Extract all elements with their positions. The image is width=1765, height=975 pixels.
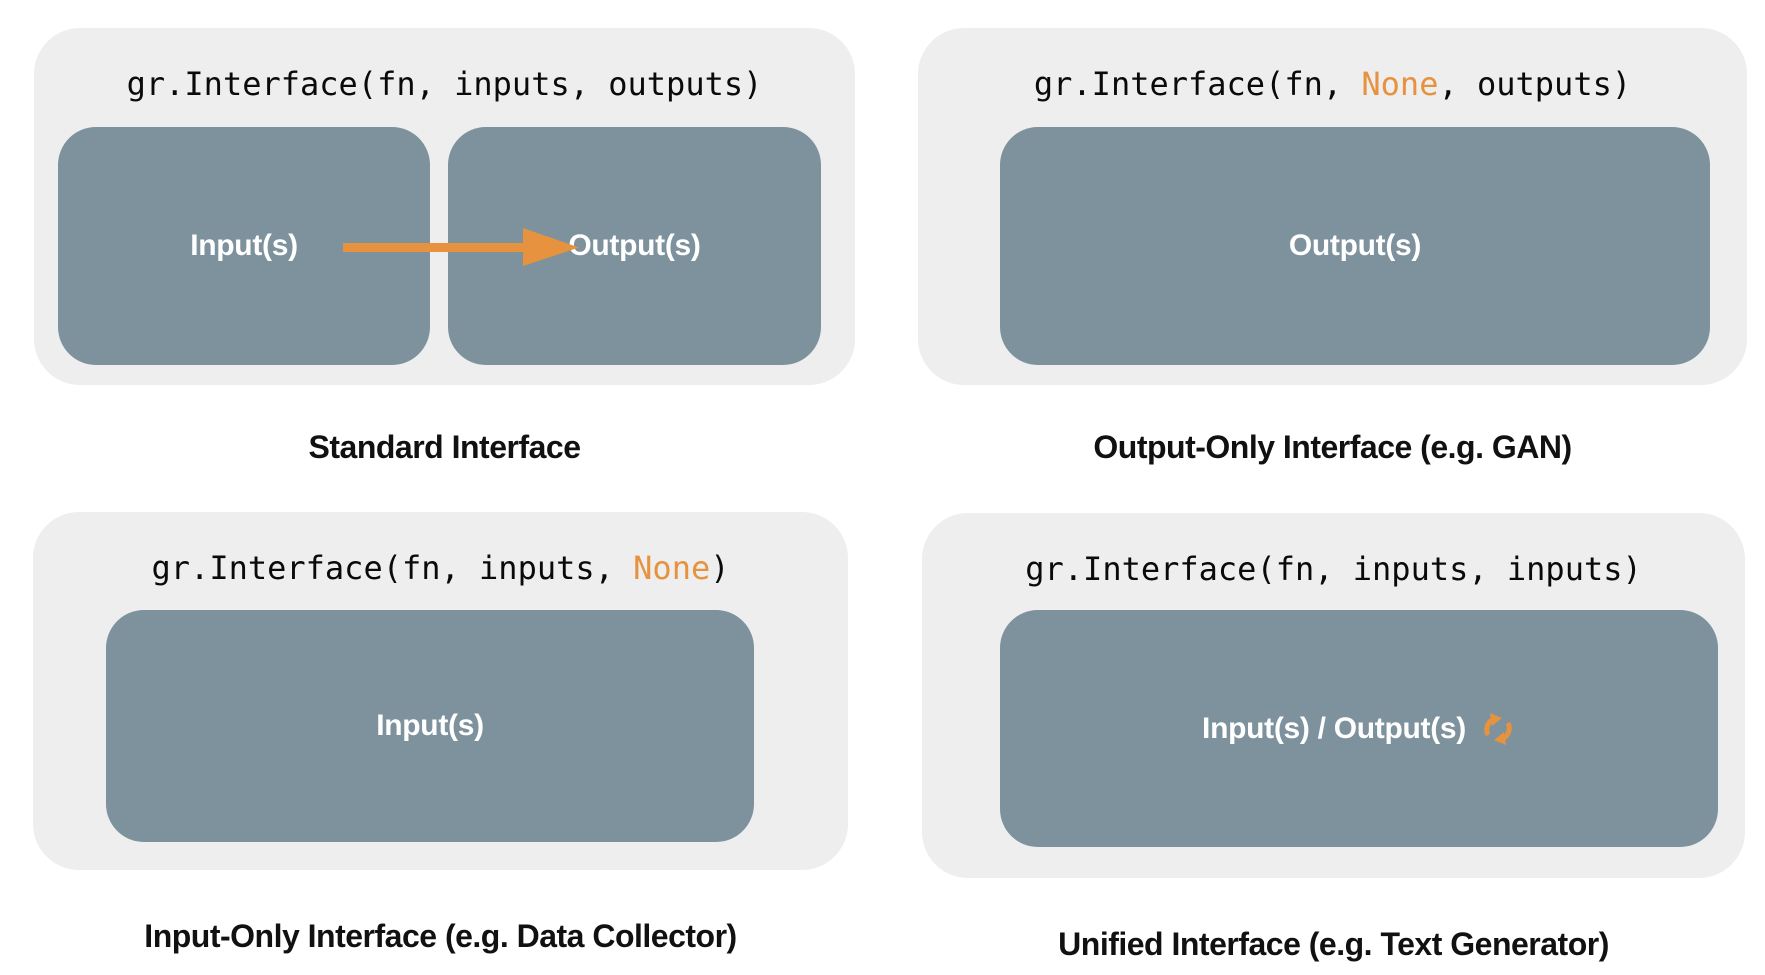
input-box: Input(s) <box>106 610 754 842</box>
code-pre: gr.Interface(fn, inputs, outputs) <box>126 65 763 103</box>
caption-standard-interface: Standard Interface <box>308 429 581 465</box>
input-output-box-label: Input(s) / Output(s) <box>1202 711 1466 745</box>
code-highlight-none: None <box>1361 65 1439 103</box>
caption-input-only-interface: Input-Only Interface (e.g. Data Collecto… <box>144 918 737 954</box>
code-highlight-none: None <box>633 549 711 587</box>
caption-unified-interface: Unified Interface (e.g. Text Generator) <box>1058 926 1609 962</box>
input-box-label: Input(s) <box>376 709 484 742</box>
caption-output-only-interface: Output-Only Interface (e.g. GAN) <box>1093 429 1572 465</box>
code-post: ) <box>710 549 730 587</box>
code-title: gr.Interface(fn, None, outputs) <box>918 64 1747 104</box>
output-box-label: Output(s) <box>568 229 701 262</box>
panel-output-only-interface: gr.Interface(fn, None, outputs) Output(s… <box>918 28 1747 385</box>
input-box-label: Input(s) <box>190 229 298 262</box>
panel-input-only-interface: gr.Interface(fn, inputs, None) Input(s) <box>33 512 848 870</box>
output-box: Output(s) <box>1000 127 1710 365</box>
code-pre: gr.Interface(fn, <box>1033 65 1362 103</box>
code-title: gr.Interface(fn, inputs, inputs) <box>922 549 1745 589</box>
output-box-label: Output(s) <box>1288 229 1422 262</box>
code-pre: gr.Interface(fn, inputs, inputs) <box>1025 550 1642 588</box>
input-output-box: Input(s) / Output(s) <box>1000 610 1718 847</box>
arrow-right-icon <box>343 228 579 266</box>
refresh-icon <box>1484 712 1512 745</box>
code-title: gr.Interface(fn, inputs, None) <box>33 548 848 588</box>
panel-unified-interface: gr.Interface(fn, inputs, inputs) Input(s… <box>922 513 1745 878</box>
code-post: , outputs) <box>1438 65 1632 103</box>
code-pre: gr.Interface(fn, inputs, <box>151 549 634 587</box>
panel-standard-interface: gr.Interface(fn, inputs, outputs) Input(… <box>34 28 855 385</box>
code-title: gr.Interface(fn, inputs, outputs) <box>34 64 855 104</box>
